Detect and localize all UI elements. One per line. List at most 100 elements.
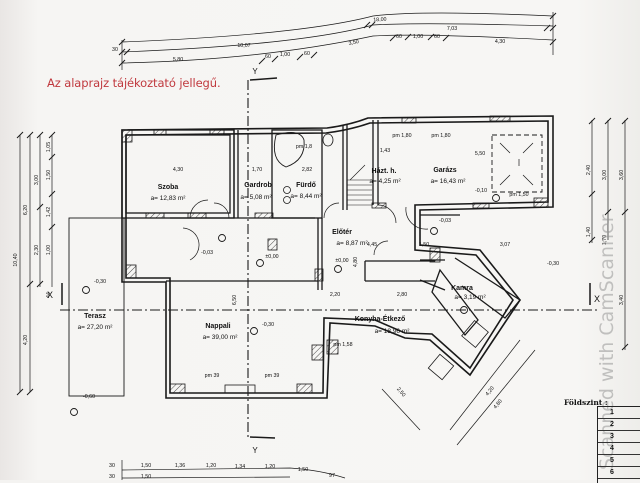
svg-text:5,50: 5,50 (475, 151, 485, 157)
svg-text:1,50: 1,50 (419, 242, 429, 248)
svg-text:pm 1,50: pm 1,50 (509, 192, 528, 198)
svg-text:1,50: 1,50 (141, 474, 151, 480)
svg-text:4,45: 4,45 (367, 242, 377, 248)
svg-text:6,20: 6,20 (23, 205, 29, 215)
room-area-nappali: a= 39,00 m² (203, 334, 239, 341)
legend-row: 2 (598, 419, 640, 431)
room-area-hazt: a= 4,25 m² (369, 178, 401, 185)
svg-text:1,70: 1,70 (252, 167, 262, 173)
staircase (347, 164, 372, 206)
legend-row: 5 (598, 455, 640, 467)
svg-text:1,20: 1,20 (265, 464, 275, 470)
svg-text:X: X (47, 290, 53, 300)
sink (283, 186, 291, 194)
room-name-garazs: Garázs (433, 167, 456, 174)
svg-text:X: X (594, 294, 600, 304)
room-name-gardrob: Gardrob (244, 182, 272, 189)
svg-text:pm 1,8: pm 1,8 (296, 144, 312, 150)
svg-text:pm 1,80: pm 1,80 (392, 133, 411, 139)
svg-text:44: 44 (46, 292, 52, 298)
svg-text:1,43: 1,43 (380, 148, 390, 154)
svg-text:1,40: 1,40 (586, 227, 592, 237)
svg-text:30: 30 (109, 463, 115, 469)
svg-text:1,42: 1,42 (46, 207, 52, 217)
legend-row: 1 (598, 407, 640, 419)
svg-text:2,82: 2,82 (302, 167, 312, 173)
room-area-furdo: a= 8,44 m² (290, 193, 322, 200)
room-name-furdo: Fürdő (296, 182, 316, 189)
svg-text:1,05: 1,05 (46, 142, 52, 152)
svg-text:-0,10: -0,10 (475, 188, 487, 194)
svg-text:pm 1,58: pm 1,58 (333, 342, 352, 348)
svg-text:pm 1,80: pm 1,80 (431, 133, 450, 139)
svg-text:3,60: 3,60 (619, 170, 625, 180)
svg-text:4,30: 4,30 (495, 39, 505, 45)
room-area-konyha: a= 18,96 m² (375, 328, 411, 335)
svg-text:-0,30: -0,30 (547, 261, 559, 267)
svg-text:6,50: 6,50 (232, 295, 238, 305)
svg-text:2,30: 2,30 (34, 245, 40, 255)
svg-text:5,80: 5,80 (173, 57, 183, 63)
svg-text:±0,00: ±0,00 (265, 254, 278, 260)
svg-text:4,30: 4,30 (173, 167, 183, 173)
room-area-garazs: a= 16,43 m² (431, 178, 467, 185)
wall-szoba (121, 129, 235, 219)
svg-text:pm 39: pm 39 (205, 373, 220, 379)
room-name-nappali: Nappali (205, 323, 230, 330)
room-area-gardrob: a= 5,08 m² (240, 194, 272, 201)
svg-text:1,50: 1,50 (298, 467, 308, 473)
svg-text:1,20: 1,20 (206, 463, 216, 469)
disclaimer-note: Az alaprajz tájékoztató jellegű. (47, 76, 221, 90)
svg-text:3,00: 3,00 (602, 170, 608, 180)
svg-text:30: 30 (112, 47, 118, 53)
svg-text:1,36: 1,36 (175, 463, 185, 469)
svg-text:60: 60 (304, 51, 310, 57)
svg-text:1,50: 1,50 (46, 170, 52, 180)
svg-text:1,50: 1,50 (141, 463, 151, 469)
legend-table: 1 2 3 4 5 6 (597, 406, 640, 483)
room-name-eloter: Előtér (332, 229, 352, 236)
car-space (491, 134, 543, 193)
svg-text:1,00: 1,00 (280, 52, 290, 58)
svg-text:3,00: 3,00 (34, 175, 40, 185)
svg-text:60: 60 (396, 34, 402, 40)
legend-row: 6 (598, 467, 640, 479)
room-name-kamra: Kamra (451, 285, 473, 292)
legend-row: 4 (598, 443, 640, 455)
svg-text:3,40: 3,40 (619, 295, 625, 305)
legend-row: 3 (598, 431, 640, 443)
terrace-outline (68, 217, 125, 397)
svg-text:30: 30 (109, 474, 115, 480)
svg-text:10,07: 10,07 (237, 43, 250, 49)
dim-line-top-overall (121, 12, 554, 43)
svg-text:10,40: 10,40 (13, 253, 19, 266)
svg-text:1,00: 1,00 (46, 245, 52, 255)
svg-text:2,40: 2,40 (586, 165, 592, 175)
svg-text:3,07: 3,07 (500, 242, 510, 248)
legend-title: Földszint : (564, 398, 608, 407)
svg-text:97: 97 (329, 473, 335, 479)
svg-text:4,20: 4,20 (485, 385, 496, 397)
svg-text:3,50: 3,50 (348, 39, 359, 47)
room-area-szoba: a= 12,83 m² (151, 195, 187, 202)
room-area-eloter: a= 8,87 m² (336, 240, 368, 247)
room-name-terasz: Terasz (84, 313, 106, 320)
room-area-terasz: a= 27,20 m² (78, 324, 114, 331)
svg-text:pm 39: pm 39 (265, 373, 280, 379)
svg-text:4,80: 4,80 (493, 398, 504, 410)
svg-text:-0,30: -0,30 (262, 322, 274, 328)
room-name-szoba: Szoba (158, 184, 179, 191)
svg-text:60: 60 (265, 54, 271, 60)
svg-text:±0,00: ±0,00 (335, 258, 348, 264)
exterior-walls (121, 115, 554, 399)
svg-text:-0,03: -0,03 (439, 218, 451, 224)
svg-text:2,80: 2,80 (397, 292, 407, 298)
svg-text:-0,03: -0,03 (201, 250, 213, 256)
room-name-konyha: Konyha-Étkező (355, 314, 406, 323)
svg-text:-0,60: -0,60 (83, 394, 95, 400)
svg-text:4,20: 4,20 (23, 335, 29, 345)
room-area-kamra: a= 3,19 m² (454, 294, 486, 301)
svg-text:Y: Y (252, 67, 258, 76)
